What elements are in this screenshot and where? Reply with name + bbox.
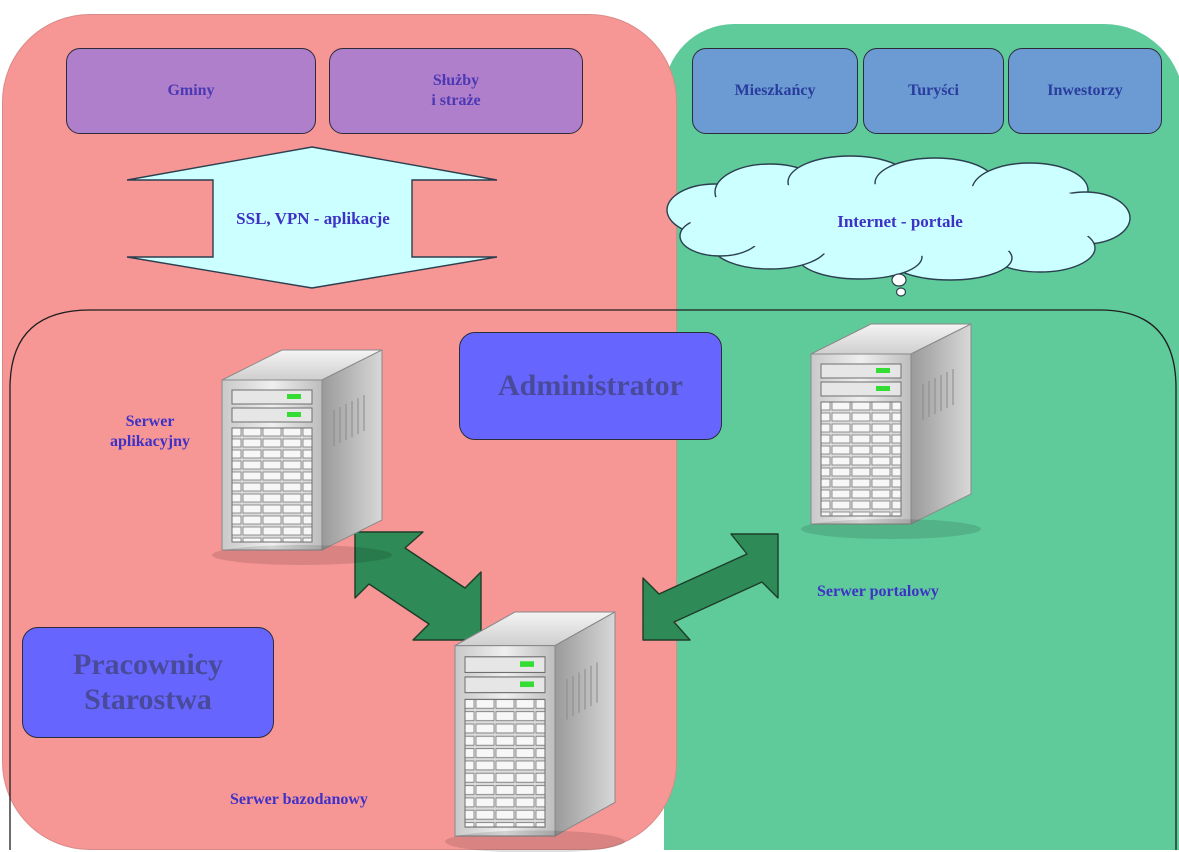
server-label-aplikacyjny: Serwer aplikacyjny (109, 413, 190, 450)
turysci-box: Turyści (863, 48, 1004, 134)
pracownicy-box: Pracownicy Starostwa (22, 627, 274, 738)
cloud-label: Internet - portale (837, 212, 963, 231)
mieszkancy-box: Mieszkańcy (692, 48, 858, 134)
gminy-box: Gminy (66, 48, 316, 134)
server-label-bazodanowy: Serwer bazodanowy (230, 791, 368, 808)
connection-label: SSL, VPN - aplikacje (236, 209, 390, 228)
administrator-box: Administrator (459, 332, 722, 440)
inwestorzy-box: Inwestorzy (1008, 48, 1162, 134)
sluzby-box: Służby i straże (329, 48, 583, 134)
server-label-portalowy: Serwer portalowy (817, 583, 939, 600)
